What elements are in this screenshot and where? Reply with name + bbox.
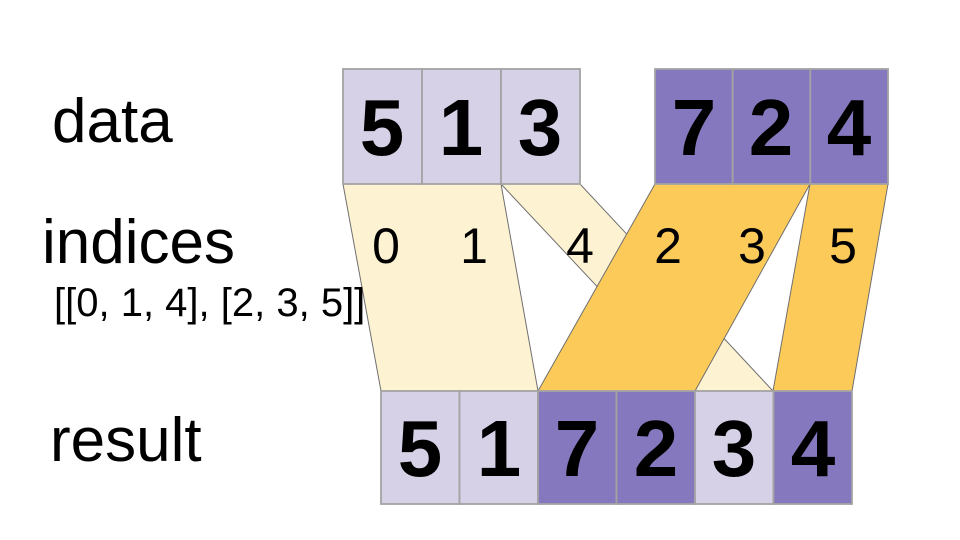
index-label-2: 2 <box>654 218 682 274</box>
data-cell-value: 5 <box>360 83 405 172</box>
result-cell-value: 7 <box>555 404 600 493</box>
result-array: 5 1 7 2 3 4 <box>380 390 853 505</box>
result-row-label: result <box>50 406 202 475</box>
data-cell <box>500 68 581 185</box>
data-cell <box>809 68 889 185</box>
index-bands <box>342 183 889 392</box>
data-array-group2: 7 2 4 <box>654 68 889 185</box>
data-cell <box>342 68 423 185</box>
data-row-label: data <box>52 87 173 156</box>
data-cell-value: 4 <box>827 83 872 172</box>
index-label-4: 4 <box>566 218 594 274</box>
result-cell <box>694 390 775 505</box>
index-label-3: 3 <box>738 218 766 274</box>
index-labels: 0 1 4 2 3 5 <box>372 218 857 274</box>
indices-value-label: [[0, 1, 4], [2, 3, 5]] <box>54 281 365 325</box>
band-group1-indices-0-1 <box>342 183 539 392</box>
result-cell <box>380 390 461 505</box>
result-cell <box>772 390 853 505</box>
result-cell-value: 1 <box>477 404 522 493</box>
index-label-5: 5 <box>829 218 857 274</box>
data-array-group1: 5 1 3 <box>342 68 581 185</box>
result-cell-value: 5 <box>398 404 443 493</box>
row-labels: data indices [[0, 1, 4], [2, 3, 5]] resu… <box>42 87 365 475</box>
result-cell <box>537 390 618 505</box>
indices-row-label: indices <box>42 208 235 277</box>
data-cell-value: 7 <box>672 83 717 172</box>
data-cell-value: 2 <box>749 83 794 172</box>
result-cell <box>615 390 696 505</box>
data-cell <box>654 68 734 185</box>
result-cell-value: 3 <box>712 404 757 493</box>
result-cell <box>458 390 539 505</box>
result-cell-value: 4 <box>791 404 836 493</box>
data-cell-value: 1 <box>439 83 484 172</box>
result-cell-value: 2 <box>634 404 679 493</box>
index-label-0: 0 <box>372 218 400 274</box>
index-label-1: 1 <box>460 218 488 274</box>
data-cell <box>731 68 812 185</box>
data-cell-value: 3 <box>518 83 563 172</box>
